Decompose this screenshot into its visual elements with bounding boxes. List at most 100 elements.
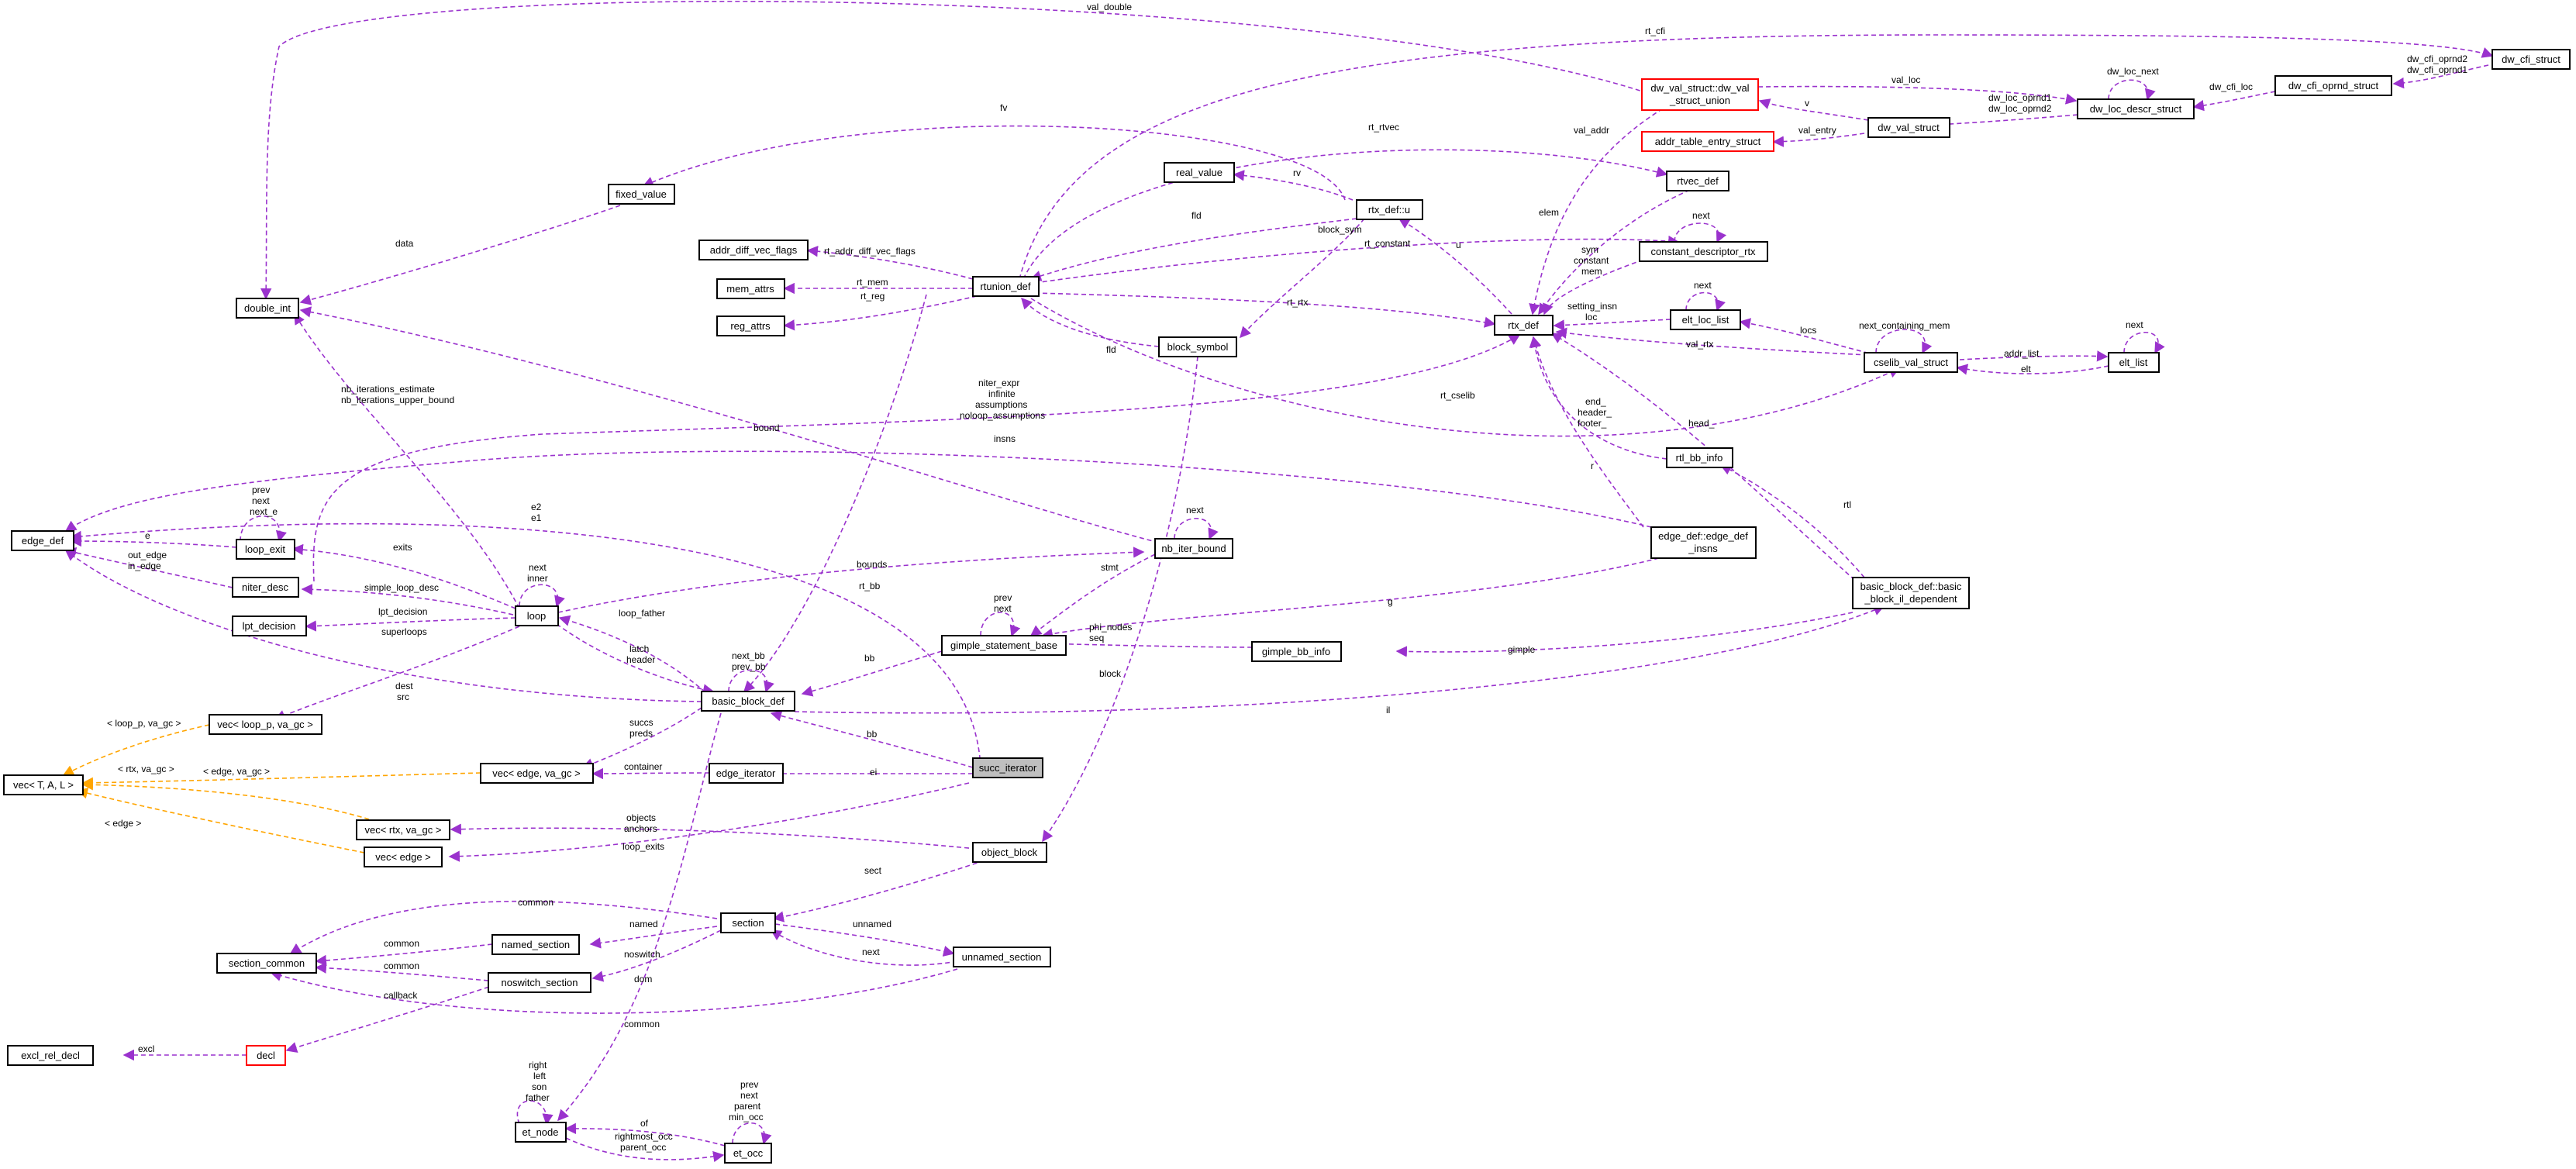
node-section[interactable]: section [720, 912, 776, 933]
label-rightmost-occ: rightmost_occ [615, 1131, 673, 1142]
edge-fv [642, 125, 1346, 201]
edge-common-named [315, 943, 493, 967]
node-named-section[interactable]: named_section [491, 934, 580, 955]
edge-g [1041, 557, 1660, 640]
label-nib-next: next [1186, 505, 1204, 516]
node-loop[interactable]: loop [515, 605, 559, 626]
edge-edge-t [76, 788, 365, 853]
node-dw-cfi-struct[interactable]: dw_cfi_struct [2492, 49, 2571, 70]
svg-text:rtunion_def: rtunion_def [980, 281, 1030, 292]
node-rtx-def-u[interactable]: rtx_def::u [1356, 199, 1423, 220]
label-common1: common [518, 897, 553, 908]
edge-rt-rtx [1034, 292, 1496, 328]
node-lpt-decision[interactable]: lpt_decision [232, 616, 307, 636]
node-gimple-bb-info[interactable]: gimple_bb_info [1251, 641, 1342, 662]
node-cselib-val-struct[interactable]: cselib_val_struct [1864, 352, 1958, 373]
node-dw-val-struct-union[interactable]: dw_val_struct::dw_val_struct_union [1641, 78, 1759, 111]
node-object-block[interactable]: object_block [972, 842, 1047, 863]
node-et-node[interactable]: et_node [515, 1122, 567, 1143]
label-rv: rv [1293, 167, 1301, 178]
label-rt-rtx: rt_rtx [1287, 297, 1308, 308]
svg-text:named_section: named_section [502, 939, 570, 950]
edge-elt [1956, 364, 2109, 375]
edge-dw-cfi-loc [2192, 91, 2276, 112]
edge-head [1550, 333, 1861, 586]
node-edge-def-insns[interactable]: edge_def::edge_def_insns [1650, 526, 1757, 559]
nodes: dw_cfi_struct dw_cfi_oprnd_struct dw_val… [3, 49, 2571, 1164]
label-loc: loc [1585, 312, 1597, 322]
node-excl-rel-decl[interactable]: excl_rel_decl [7, 1045, 94, 1066]
edge-setting-insn [1553, 319, 1671, 331]
node-succ-iterator[interactable]: succ_iterator [972, 757, 1043, 778]
node-unnamed-section[interactable]: unnamed_section [953, 947, 1051, 967]
node-elt-list[interactable]: elt_list [2108, 352, 2160, 373]
edge-dw-loc-next [2108, 79, 2156, 101]
node-dw-val-struct[interactable]: dw_val_struct [1867, 117, 1950, 138]
node-fixed-value[interactable]: fixed_value [608, 184, 675, 205]
edge-stmt [1029, 553, 1156, 636]
node-vec-rtx-va-gc[interactable]: vec< rtx, va_gc > [356, 819, 450, 840]
label-inner: inner [527, 573, 548, 584]
label-succs: succs [629, 717, 653, 728]
svg-text:mem_attrs: mem_attrs [726, 283, 774, 295]
node-rtvec-def[interactable]: rtvec_def [1666, 171, 1729, 191]
edge-val-rtx [1555, 327, 1869, 356]
svg-text:_struct_union: _struct_union [1669, 95, 1730, 106]
node-basic-block-def[interactable]: basic_block_def [701, 691, 795, 712]
node-dw-loc-descr-struct[interactable]: dw_loc_descr_struct [2077, 98, 2195, 119]
node-edge-iterator[interactable]: edge_iterator [709, 763, 784, 784]
node-addr-table-entry-struct[interactable]: addr_table_entry_struct [1641, 131, 1774, 152]
node-rtx-def[interactable]: rtx_def [1494, 315, 1554, 336]
edge-named [589, 926, 718, 949]
label-stmt: stmt [1101, 562, 1119, 573]
node-rtl-bb-info[interactable]: rtl_bb_info [1666, 447, 1733, 468]
label-fld2: fld [1106, 344, 1116, 355]
edge-loop-p-va-gc [62, 724, 210, 776]
edge-ncm [1875, 329, 1933, 354]
node-vec-edge[interactable]: vec< edge > [364, 847, 443, 867]
label-val-addr: val_addr [1574, 125, 1609, 136]
label-bounds: bounds [857, 559, 887, 570]
edge-locs [1739, 318, 1877, 356]
node-dw-cfi-oprnd-struct[interactable]: dw_cfi_oprnd_struct [2274, 75, 2392, 96]
node-addr-diff-vec-flags[interactable]: addr_diff_vec_flags [698, 240, 809, 260]
node-niter-desc[interactable]: niter_desc [232, 577, 299, 598]
node-constant-descriptor-rtx[interactable]: constant_descriptor_rtx [1639, 241, 1768, 262]
edge-et-occ-self [732, 1122, 772, 1145]
node-loop-exit[interactable]: loop_exit [236, 539, 295, 560]
node-bb-il-dependent[interactable]: basic_block_def::basic_block_il_dependen… [1852, 577, 1970, 609]
label-gimple-next: next [994, 603, 1012, 614]
label-noloop: noloop_assumptions [960, 410, 1045, 421]
label-anchors: anchors [624, 823, 657, 834]
node-real-value[interactable]: real_value [1164, 162, 1235, 183]
node-mem-attrs[interactable]: mem_attrs [716, 278, 785, 299]
node-edge-def[interactable]: edge_def [11, 530, 74, 551]
label-header: header_ [1578, 407, 1612, 418]
edge-exits [291, 543, 516, 609]
edge-fld2 [1021, 297, 1160, 347]
node-double-int[interactable]: double_int [236, 298, 299, 319]
node-et-occ[interactable]: et_occ [724, 1143, 772, 1164]
label-r: r [1591, 460, 1594, 471]
node-section-common[interactable]: section_common [216, 953, 317, 974]
node-rtunion-def[interactable]: rtunion_def [972, 276, 1040, 297]
node-noswitch-section[interactable]: noswitch_section [488, 972, 591, 993]
node-decl[interactable]: decl [246, 1045, 286, 1066]
node-gimple-statement-base[interactable]: gimple_statement_base [941, 635, 1067, 656]
edge-bounds [557, 547, 1145, 613]
label-dw-loc-oprnd2: dw_loc_oprnd2 [1988, 103, 2052, 114]
svg-text:unnamed_section: unnamed_section [962, 951, 1042, 963]
svg-text:niter_desc: niter_desc [242, 581, 288, 593]
node-block-symbol[interactable]: block_symbol [1158, 336, 1237, 357]
svg-text:vec< edge, va_gc >: vec< edge, va_gc > [492, 767, 580, 779]
label-insns: insns [994, 433, 1016, 444]
node-reg-attrs[interactable]: reg_attrs [716, 316, 785, 336]
label-son: son [532, 1081, 547, 1092]
node-vec-edge-va-gc[interactable]: vec< edge, va_gc > [480, 763, 594, 784]
node-vec-tal[interactable]: vec< T, A, L > [3, 774, 84, 795]
svg-text:addr_table_entry_struct: addr_table_entry_struct [1655, 136, 1761, 147]
edge-edge-va-gc [81, 772, 481, 788]
node-vec-loop-p[interactable]: vec< loop_p, va_gc > [209, 714, 322, 735]
node-elt-loc-list[interactable]: elt_loc_list [1670, 309, 1741, 330]
node-nb-iter-bound[interactable]: nb_iter_bound [1154, 538, 1233, 559]
